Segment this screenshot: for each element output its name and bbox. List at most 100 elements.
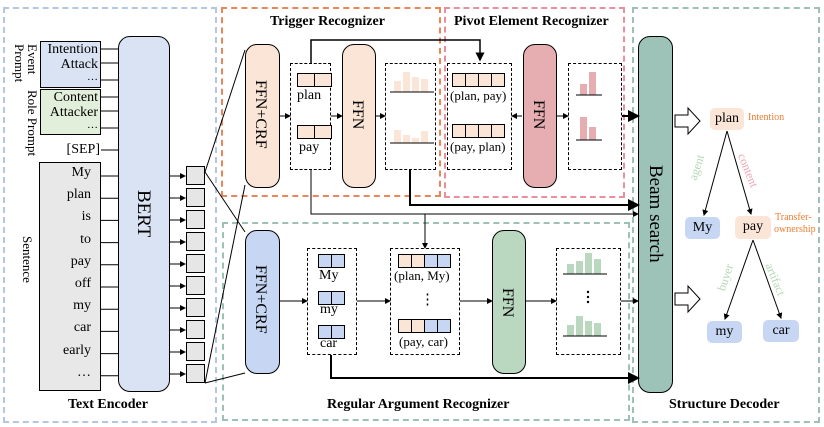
trigger-word-pay: pay bbox=[299, 140, 320, 155]
role-prompt-item: Content bbox=[53, 90, 98, 105]
argument-word-car: car bbox=[320, 336, 338, 351]
role-prompt-box bbox=[40, 89, 101, 135]
sentence-token: is bbox=[81, 209, 91, 225]
trigger-score-pay-bar bbox=[394, 130, 401, 143]
argument-score-first-bar bbox=[576, 261, 583, 274]
argument-ffn-block bbox=[492, 230, 526, 374]
pivot-pair-plan-pay: (plan, pay) bbox=[450, 88, 507, 103]
argument-ffn-crf-block bbox=[245, 230, 280, 374]
argument-embedding-pay-car bbox=[398, 319, 451, 333]
trigger-ffn-label: FFN bbox=[349, 100, 366, 130]
trigger-ffn-crf-label: FFN+CRF bbox=[252, 80, 269, 149]
argument-word-my-lower: my bbox=[320, 302, 338, 317]
argument-score-last-bar bbox=[567, 325, 574, 336]
node-my-lower: my bbox=[707, 321, 742, 343]
argument-ffn-crf-label: FFN+CRF bbox=[252, 265, 269, 334]
sentence-token: … bbox=[77, 364, 91, 380]
event-prompt-item: … bbox=[87, 71, 98, 83]
argument-score-ellipsis-dot bbox=[586, 300, 590, 304]
argument-pair-first: (plan, My) bbox=[394, 268, 450, 283]
node-pay-type-line2: ownership bbox=[774, 224, 816, 235]
node-plan: plan bbox=[710, 108, 744, 130]
pivot-pair-pay-plan: (pay, plan) bbox=[450, 139, 506, 154]
trigger-score-pay-bar bbox=[403, 135, 410, 143]
argument-score-first-bar bbox=[585, 253, 592, 274]
sentence-token: to bbox=[80, 231, 91, 247]
hollow-arrow-upper bbox=[674, 106, 701, 136]
trigger-score-pay-bar bbox=[421, 131, 428, 143]
sep-token: [SEP] bbox=[66, 142, 100, 157]
argument-embedding-car bbox=[318, 325, 345, 339]
trigger-embedding-plan bbox=[297, 73, 332, 87]
sentence-token: my bbox=[73, 298, 91, 314]
token-embedding-box bbox=[186, 364, 205, 383]
token-embedding-box bbox=[186, 232, 205, 251]
argument-score-first-bar bbox=[567, 264, 574, 274]
argument-embedding-plan-my bbox=[398, 254, 451, 268]
pivot-score-plan-pay-bar bbox=[580, 84, 587, 95]
sentence-token: pay bbox=[70, 253, 91, 269]
event-prompt-label: Event Prompt bbox=[12, 44, 40, 83]
pivot-element-region bbox=[444, 7, 625, 198]
pivot-ffn-label: FFN bbox=[530, 100, 547, 130]
argument-pairs-ellipsis: ⋮ bbox=[420, 292, 435, 308]
token-embedding-box bbox=[186, 166, 205, 185]
argument-score-first-bar bbox=[594, 259, 601, 274]
trigger-recognizer-title: Trigger Recognizer bbox=[270, 14, 385, 29]
trigger-ffn-crf-block bbox=[245, 44, 280, 188]
sentence-token: plan bbox=[66, 187, 91, 203]
pivot-score-pay-plan-bar bbox=[580, 117, 587, 140]
token-embedding-box bbox=[186, 276, 205, 295]
hollow-arrow-lower bbox=[674, 284, 701, 314]
fan-line bbox=[204, 49, 246, 173]
trigger-score-plan-bar bbox=[403, 72, 410, 92]
trigger-score-plan-bar bbox=[412, 77, 419, 92]
role-prompt-item: Attacker bbox=[49, 105, 98, 120]
sentence-token: early bbox=[63, 342, 91, 358]
argument-score-ellipsis-dot bbox=[586, 290, 590, 294]
pivot-score-pay-plan-bar bbox=[589, 127, 596, 140]
structure-decoder-title: Structure Decoder bbox=[669, 397, 780, 412]
argument-word-my-upper: My bbox=[319, 268, 339, 283]
beam-search-label: Beam search bbox=[645, 165, 666, 263]
argument-embedding-my-upper bbox=[318, 254, 345, 268]
node-plan-type: Intention bbox=[748, 112, 785, 123]
regular-argument-region bbox=[222, 222, 630, 421]
bert-block bbox=[118, 36, 170, 392]
sentence-label: Sentence bbox=[20, 236, 35, 283]
node-my-upper: My bbox=[685, 217, 720, 239]
event-prompt-item: Intention bbox=[47, 42, 98, 57]
event-prompt-box bbox=[40, 41, 101, 88]
sentence-box bbox=[39, 162, 101, 391]
trigger-word-plan: plan bbox=[297, 88, 322, 103]
argument-score-ellipsis-dot bbox=[586, 295, 590, 299]
argument-pair-last: (pay, car) bbox=[399, 334, 448, 349]
trigger-score-plan-bar bbox=[421, 79, 428, 92]
regular-argument-recognizer-title: Regular Argument Recognizer bbox=[327, 397, 510, 412]
role-prompt-item: … bbox=[87, 119, 98, 131]
trigger-score-plan-bar bbox=[394, 81, 401, 92]
node-pay-type-line1: Transfer- bbox=[775, 212, 812, 223]
token-embedding-box bbox=[186, 342, 205, 361]
argument-score-last-bar bbox=[594, 323, 601, 336]
trigger-score-pay-bar bbox=[412, 138, 419, 143]
argument-score-last-bar bbox=[585, 321, 592, 336]
argument-embedding-my-lower bbox=[318, 291, 345, 305]
pivot-embedding-pay-plan bbox=[452, 124, 505, 138]
role-prompt-label: Role Prompt bbox=[25, 90, 40, 157]
token-embedding-box bbox=[186, 298, 205, 317]
sentence-token: My bbox=[71, 165, 91, 180]
beam-search-block bbox=[638, 36, 673, 393]
sentence-token: car bbox=[73, 320, 91, 336]
node-car: car bbox=[763, 320, 799, 342]
trigger-recognizer-region bbox=[221, 7, 441, 197]
event-prompt-item: Attack bbox=[60, 57, 98, 72]
bert-label: BERT bbox=[133, 190, 154, 238]
node-pay: pay bbox=[735, 216, 771, 239]
pivot-element-recognizer-title: Pivot Element Recognizer bbox=[454, 14, 609, 29]
token-embedding-box bbox=[186, 254, 205, 273]
token-embedding-box bbox=[186, 320, 205, 339]
argument-ffn-label: FFN bbox=[499, 288, 516, 318]
sentence-token: off bbox=[74, 276, 91, 291]
text-encoder-region bbox=[3, 7, 217, 423]
